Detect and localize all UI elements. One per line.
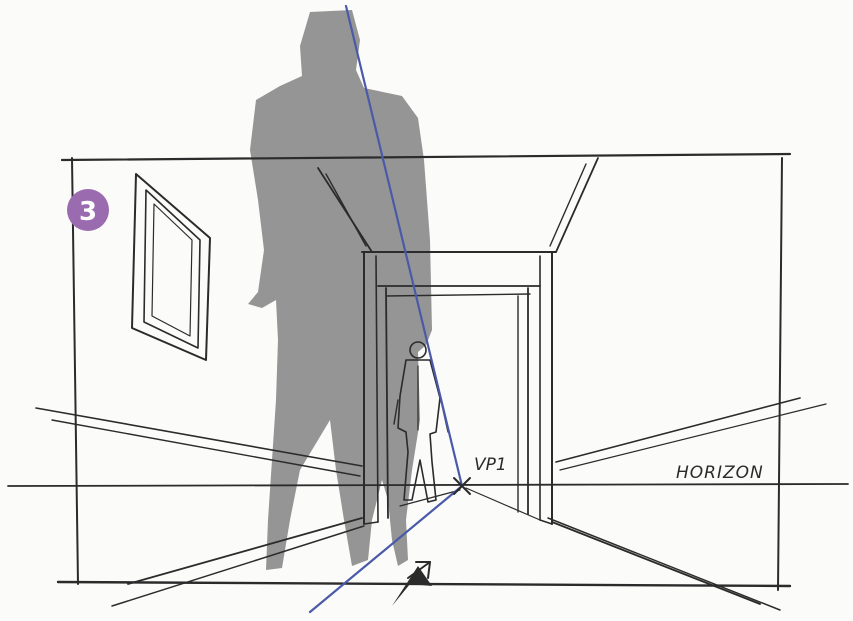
wall-picture: [132, 174, 210, 360]
badge-number: 3: [79, 197, 97, 227]
vanishing-point-label: VP1: [474, 455, 507, 475]
horizon-line: [8, 484, 848, 486]
numbered-step-badge: 3: [67, 189, 109, 231]
horizon-label: HORIZON: [676, 463, 764, 483]
vanishing-point-marker: [454, 478, 470, 494]
floor-lines: [112, 488, 780, 610]
